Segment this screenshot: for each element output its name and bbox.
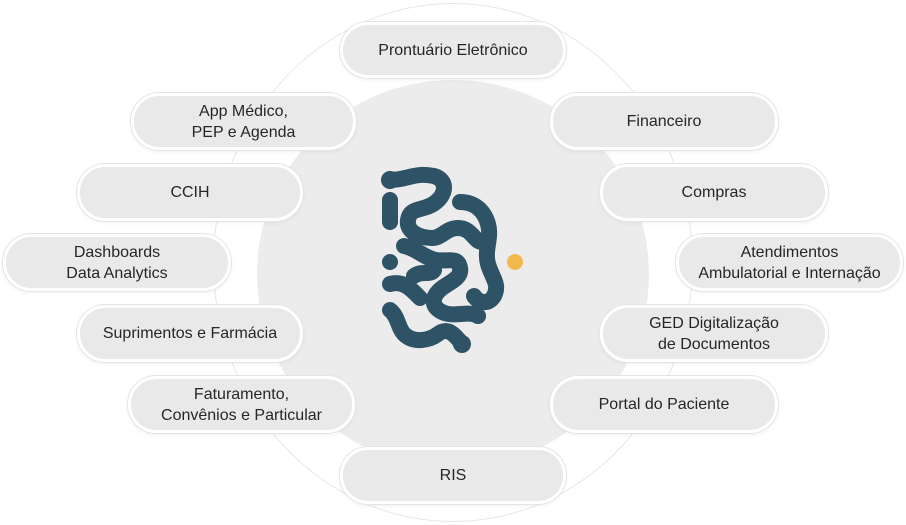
module-atendimentos[interactable]: Atendimentos Ambulatorial e Internação [676,234,903,291]
module-ged[interactable]: GED Digitalização de Documentos [600,305,828,362]
module-dashboards[interactable]: Dashboards Data Analytics [3,234,231,291]
module-faturamento[interactable]: Faturamento, Convênios e Particular [128,376,355,433]
module-portal-do-paciente[interactable]: Portal do Paciente [550,376,778,433]
module-ris[interactable]: RIS [340,447,566,504]
molecular-network-logo-icon [381,166,523,353]
module-compras[interactable]: Compras [600,164,828,221]
module-suprimentos-farmacia[interactable]: Suprimentos e Farmácia [77,305,303,362]
module-ccih[interactable]: CCIH [77,164,303,221]
module-prontuario-eletronico[interactable]: Prontuário Eletrônico [340,22,566,78]
module-financeiro[interactable]: Financeiro [550,93,778,150]
module-app-medico[interactable]: App Médico, PEP e Agenda [131,93,356,150]
